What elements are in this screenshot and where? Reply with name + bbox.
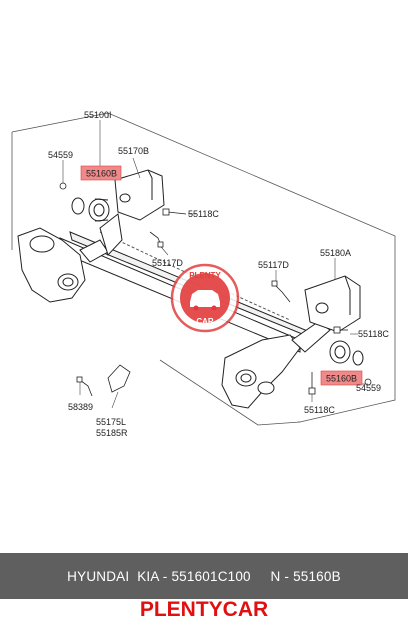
label-bracket-right: 55180A: [320, 248, 351, 258]
left-bushing: [71, 197, 110, 222]
label-bracket-abs-l: 55175L: [96, 417, 126, 427]
label-nut-right: 54559: [356, 383, 381, 393]
label-bracket-left: 55170B: [118, 146, 149, 156]
label-bushing-left: 55160B: [86, 169, 117, 179]
label-axle-assembly: 55100I: [84, 110, 112, 120]
highlight-bushing-right: [320, 370, 363, 386]
watermark-text-bottom: CAR: [196, 317, 214, 326]
brand-name: PLENTYCAR: [139, 598, 269, 621]
right-hub-assembly: [221, 321, 331, 409]
label-bracket-abs-r: 55185R: [96, 428, 128, 438]
highlight-bushing-left: [80, 165, 122, 181]
parts-diagram: 55100I 54559 55170B 55160B 55118C 55117D…: [11, 110, 396, 438]
label-bolt-center-left: 55117D: [152, 258, 183, 268]
watermark-logo: PLENTY CAR: [170, 263, 240, 333]
label-bolt-left: 55118C: [188, 209, 219, 219]
label-nut-left: 54559: [48, 150, 73, 160]
car-icon: [190, 290, 220, 307]
right-bushing: [329, 340, 364, 366]
right-bracket: [304, 275, 361, 333]
hardware: [59, 182, 372, 397]
left-hub-assembly: [17, 227, 109, 303]
watermark-text-top: PLENTY: [189, 271, 221, 280]
label-bolt-center-right: 55117D: [258, 260, 289, 270]
part-info-bar: HYUNDAI KIA - 551601C100 N - 55160B: [0, 553, 408, 599]
label-bolt-right-lower: 55118C: [304, 405, 335, 415]
leader-lines: [62, 120, 368, 409]
assembly-outline: [11, 112, 396, 426]
label-bolt-right-upper: 55118C: [358, 329, 389, 339]
label-bushing-right: 55160B: [326, 374, 357, 384]
label-bolt-small: 58389: [68, 402, 93, 412]
part-info-text: HYUNDAI KIA - 551601C100 N - 55160B: [67, 568, 341, 584]
left-bracket: [99, 169, 165, 256]
